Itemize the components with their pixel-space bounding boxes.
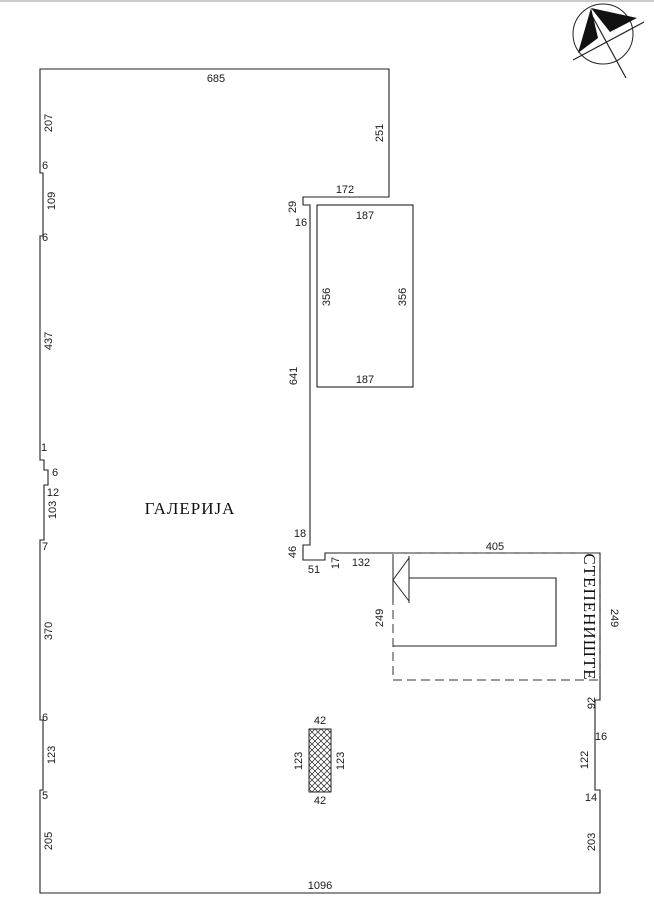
dim-stair-right: 249 [608, 609, 620, 627]
dim-right-16: 16 [595, 731, 607, 743]
dim-col-bottom: 42 [314, 795, 326, 807]
dim-left-207: 207 [43, 114, 55, 132]
inner-void-rectangle [316, 204, 414, 388]
dim-stair-left: 249 [374, 609, 386, 627]
dim-inner-bottom: 187 [356, 374, 374, 386]
dim-left-437: 437 [43, 332, 55, 350]
room-label-stairs: СТЕПЕНИШТЕ [580, 553, 599, 680]
dim-left-6d: 6 [42, 712, 48, 724]
dim-right-203: 203 [586, 833, 598, 851]
dim-step-top: 172 [336, 184, 354, 196]
dim-left-1: 1 [41, 442, 47, 454]
dim-left-205: 205 [43, 832, 55, 850]
dim-long-inner: 641 [288, 367, 300, 385]
dim-right-upper: 251 [374, 124, 386, 142]
dim-right-14: 14 [585, 792, 597, 804]
stair-direction-arrow [392, 556, 410, 603]
dim-step-29: 29 [287, 201, 299, 213]
dim-left-6c: 6 [52, 467, 58, 479]
dim-right-92: 92 [586, 697, 598, 709]
dim-inner-18: 18 [294, 528, 306, 540]
dim-stair-132: 132 [352, 557, 370, 569]
column-hatched [308, 728, 332, 793]
dim-notch-46: 46 [287, 546, 299, 558]
dim-notch-51: 51 [308, 564, 320, 576]
dim-left-123: 123 [46, 746, 58, 764]
dim-stair-405: 405 [486, 541, 504, 553]
stair-boundary [393, 577, 557, 647]
gallery-outline [39, 68, 601, 894]
dim-inner-left: 356 [321, 288, 333, 306]
dim-col-right: 123 [335, 752, 347, 770]
stair-opening-dashed [392, 552, 601, 681]
dim-col-left: 123 [293, 752, 305, 770]
dim-left-5: 5 [42, 790, 48, 802]
dim-inner-top: 187 [356, 210, 374, 222]
dim-top-wall: 685 [207, 73, 225, 85]
dim-left-12: 12 [47, 487, 59, 499]
room-label-gallery: ГАЛЕРИЈА [145, 499, 236, 518]
dim-notch-17: 17 [330, 557, 342, 569]
dim-left-6b: 6 [42, 232, 48, 244]
dim-col-top: 42 [314, 715, 326, 727]
dim-inner-right: 356 [397, 288, 409, 306]
north-compass-icon [572, 3, 645, 79]
dim-left-6a: 6 [42, 160, 48, 172]
dim-left-7: 7 [42, 541, 48, 553]
dim-left-103: 103 [47, 501, 59, 519]
dim-bottom-wall: 1096 [308, 880, 332, 892]
dim-right-122: 122 [579, 751, 591, 769]
dim-left-109: 109 [46, 192, 58, 210]
dim-left-370: 370 [43, 622, 55, 640]
dim-step-16: 16 [295, 217, 307, 229]
